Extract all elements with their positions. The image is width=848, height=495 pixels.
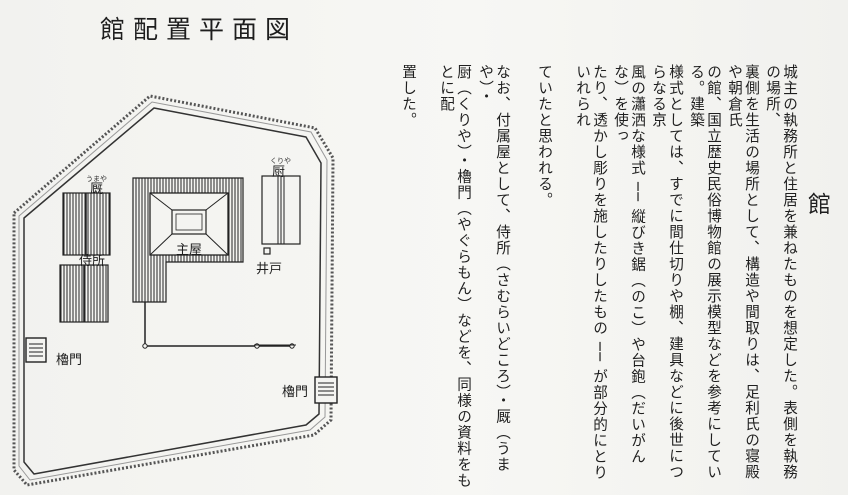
text-column-5: 風の瀟洒な様式 ── 縦びき鋸（のこ）や台鉋（だいがんな）を使っ — [612, 64, 646, 465]
stable-ruby: うまや — [86, 175, 107, 183]
text-column-1: 城主の執務所と住居を兼ねたものを想定した。表側を執務の場所、 — [764, 64, 798, 480]
text-column-10: 置した。 — [400, 64, 417, 128]
section-title: 館 — [808, 192, 831, 218]
plan-title: 館配置平面図 — [100, 15, 299, 44]
text-column-4: 様式としては、すでに間仕切りや棚、建具などに後世につらなる京 — [650, 64, 684, 480]
text-column-2: 裏側を生活の場所として、構造や間取りは、足利氏の寝殿や朝倉氏 — [726, 64, 760, 480]
well-symbol — [263, 247, 271, 255]
stable-label: 厩 — [90, 182, 104, 197]
left-gate-label: 櫓門 — [56, 353, 83, 368]
text-column-7: ていたと思われる。 — [536, 64, 553, 208]
right-gate-symbol — [314, 376, 338, 404]
text-column-3: の館、国立歴史民俗博物館の展示模型などを参考にしている。建築 — [688, 64, 722, 480]
kitchen-ruby: くりや — [270, 157, 291, 165]
samurai-quarters-label: 侍所 — [79, 254, 106, 269]
kitchen-label: 厨 — [272, 165, 286, 180]
main-house-label: 主屋 — [176, 243, 203, 258]
right-gate-label: 櫓門 — [282, 385, 309, 400]
earthwork-edge — [18, 101, 328, 481]
text-column-6: たり、透かし彫りを施したりしたもの ── が部分的にとりいれられ — [574, 64, 608, 481]
text-column-8: なお、付属屋として、侍所（さむらいどころ）・厩（うまや）・ — [477, 64, 511, 473]
well-label: 井戸 — [256, 262, 283, 277]
earthwork-inner — [23, 107, 322, 475]
text-column-9: 厨（くりや）・櫓門（やぐらもん）などを、同様の資料をもとに配 — [438, 64, 472, 489]
left-gate-symbol — [25, 337, 47, 363]
earthwork-outer — [12, 94, 335, 487]
